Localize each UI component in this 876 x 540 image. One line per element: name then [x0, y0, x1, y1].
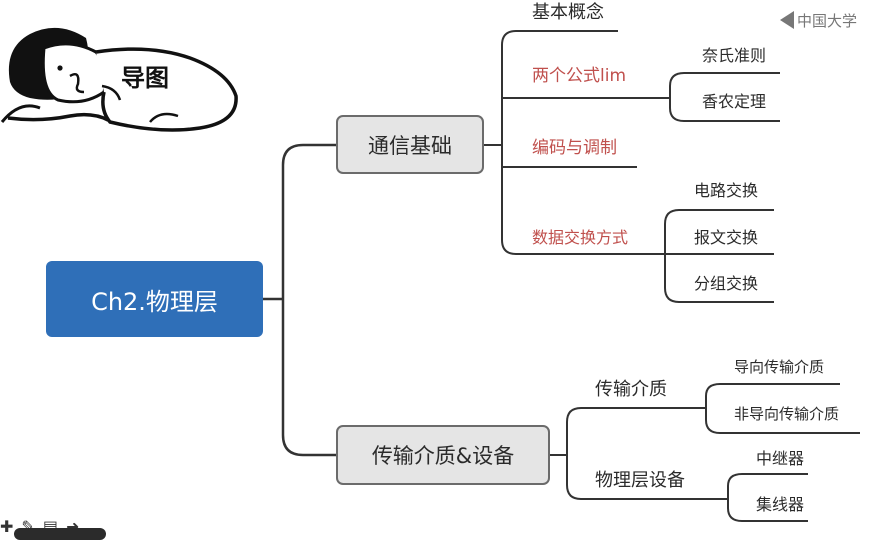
leaf-message-switching[interactable]: 报文交换 — [694, 228, 759, 247]
watermark-text: 中国大学 — [797, 11, 858, 30]
root-node[interactable]: Ch2.物理层 — [46, 261, 263, 337]
topic-transmission-media[interactable]: 传输介质 — [595, 379, 667, 400]
leaf-packet-switching[interactable]: 分组交换 — [694, 274, 759, 293]
leaf-shannon[interactable]: 香农定理 — [702, 92, 767, 111]
topic-coding-modulation[interactable]: 编码与调制 — [532, 138, 617, 158]
connector-root-trunk — [263, 143, 336, 457]
branch-node-comm-basics[interactable]: 通信基础 — [336, 115, 484, 174]
mooc-watermark: 中国大学 — [780, 9, 857, 31]
connector-branch2 — [550, 407, 710, 500]
connector-branch1 — [484, 30, 670, 255]
connector-media — [686, 383, 860, 434]
topic-switching-methods[interactable]: 数据交换方式 — [532, 228, 629, 247]
plus-icon[interactable]: ✚ — [0, 517, 14, 536]
leaf-unguided-media[interactable]: 非导向传输介质 — [734, 405, 840, 423]
mooc-logo-icon — [780, 11, 794, 29]
leaf-repeater[interactable]: 中继器 — [756, 449, 805, 468]
toolbar-pill — [14, 528, 106, 540]
branch-node-media-devices[interactable]: 传输介质&设备 — [336, 425, 550, 485]
connector-devices — [710, 473, 808, 522]
sticker-text: 导图 — [121, 64, 169, 92]
leaf-guided-media[interactable]: 导向传输介质 — [734, 358, 825, 376]
leaf-circuit-switching[interactable]: 电路交换 — [694, 181, 759, 200]
leaf-nyquist[interactable]: 奈氏准则 — [702, 46, 767, 65]
sticker-character — [0, 27, 238, 132]
connector-formulas — [669, 72, 780, 122]
topic-physical-devices[interactable]: 物理层设备 — [595, 470, 685, 491]
connector-switching — [645, 209, 774, 303]
topic-two-formulas[interactable]: 两个公式lim — [532, 66, 627, 86]
leaf-hub[interactable]: 集线器 — [756, 495, 805, 514]
topic-basic-concepts[interactable]: 基本概念 — [532, 2, 604, 23]
